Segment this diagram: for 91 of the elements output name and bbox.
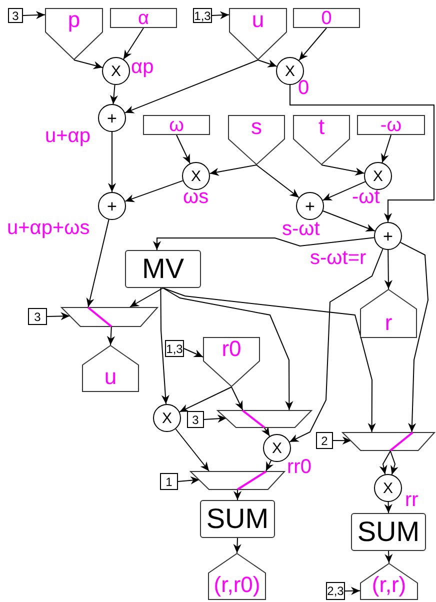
signal-label: αp <box>131 57 154 77</box>
arrow <box>209 164 257 176</box>
operation-box: SUM <box>200 500 275 538</box>
arrow <box>258 60 278 68</box>
arrow <box>390 450 398 476</box>
output-block: (r,r) <box>360 563 418 600</box>
arrow <box>179 386 232 412</box>
arrow <box>110 84 118 105</box>
constant-box: -ω <box>357 115 425 135</box>
arrow <box>46 312 70 320</box>
multiplexer <box>342 432 435 451</box>
arrow <box>384 502 392 514</box>
output-block: r <box>360 289 417 338</box>
index-box: 3 <box>28 308 47 325</box>
arrow <box>176 134 190 164</box>
output-block: (r,r0) <box>208 553 266 600</box>
arrow <box>379 450 391 475</box>
operator-circle: X <box>263 434 291 462</box>
index-box: 1,3 <box>193 8 212 23</box>
arrow <box>162 288 294 410</box>
arrow <box>298 28 327 61</box>
operator-circle: + <box>98 104 126 132</box>
signal-label: rr <box>405 490 418 510</box>
arrow <box>152 237 375 250</box>
operator-circle: X <box>102 57 130 85</box>
arrow <box>261 426 270 437</box>
operator-circle: + <box>374 222 402 250</box>
signal-label: -ωt <box>352 187 380 207</box>
arrow <box>266 460 274 472</box>
operator-circle: X <box>374 474 402 502</box>
index-box: 1 <box>160 473 178 490</box>
signal-label: u+αp+ωs <box>7 218 90 238</box>
input-block: r0 <box>203 337 260 387</box>
multiplexer <box>61 307 158 327</box>
operation-box: SUM <box>351 513 426 551</box>
arrow <box>106 326 115 346</box>
arrow <box>332 436 352 445</box>
input-block: s <box>228 115 285 165</box>
constant-box: α <box>110 8 177 28</box>
arrow <box>175 428 210 472</box>
arrow <box>124 180 184 202</box>
arrow <box>231 386 244 410</box>
operator-circle: X <box>153 404 181 432</box>
arrow <box>321 164 365 176</box>
arrow <box>384 250 392 290</box>
multiplexer <box>217 410 312 428</box>
signal-label: ωs <box>183 187 209 207</box>
output-block: u <box>82 345 139 392</box>
arrow <box>124 60 258 114</box>
index-box: 3 <box>187 411 204 428</box>
input-block: u <box>229 8 287 60</box>
signal-label: s-ωt <box>282 219 320 239</box>
arrow <box>108 132 116 192</box>
arrow <box>86 219 110 308</box>
index-box: 2 <box>316 432 333 449</box>
arrow <box>204 414 227 423</box>
arrow <box>233 490 242 500</box>
arrow <box>212 11 230 20</box>
arrow <box>344 586 360 595</box>
signal-label: u+αp <box>45 126 90 146</box>
operator-circle: X <box>364 162 392 190</box>
input-block: t <box>293 115 350 165</box>
input-block: p <box>45 8 103 60</box>
signal-label: s-ωt=r <box>310 248 366 268</box>
operator-circle: + <box>296 192 324 220</box>
multiplexer <box>190 471 285 490</box>
index-box: 1,3 <box>165 340 184 357</box>
arrow <box>322 210 376 232</box>
arrow <box>256 164 300 198</box>
index-box: 3 <box>8 8 23 23</box>
constant-box: ω <box>143 115 210 135</box>
arrow <box>129 288 164 308</box>
arrow <box>162 288 376 432</box>
operator-circle: + <box>98 192 126 220</box>
arrow <box>384 550 393 564</box>
arrow <box>184 348 204 358</box>
arrow <box>178 476 200 484</box>
arrow <box>123 28 144 60</box>
arrow <box>160 288 170 404</box>
operator-circle: X <box>182 162 210 190</box>
index-box: 2,3 <box>326 582 345 600</box>
arrow <box>381 134 392 164</box>
constant-box: 0 <box>293 8 360 28</box>
arrow <box>322 181 366 201</box>
arrow <box>233 538 242 554</box>
arrow <box>22 11 46 20</box>
operation-box: MV <box>125 250 201 288</box>
arrow <box>290 84 434 222</box>
arrow <box>289 248 384 442</box>
arrow <box>74 60 103 70</box>
arrow <box>400 242 428 432</box>
